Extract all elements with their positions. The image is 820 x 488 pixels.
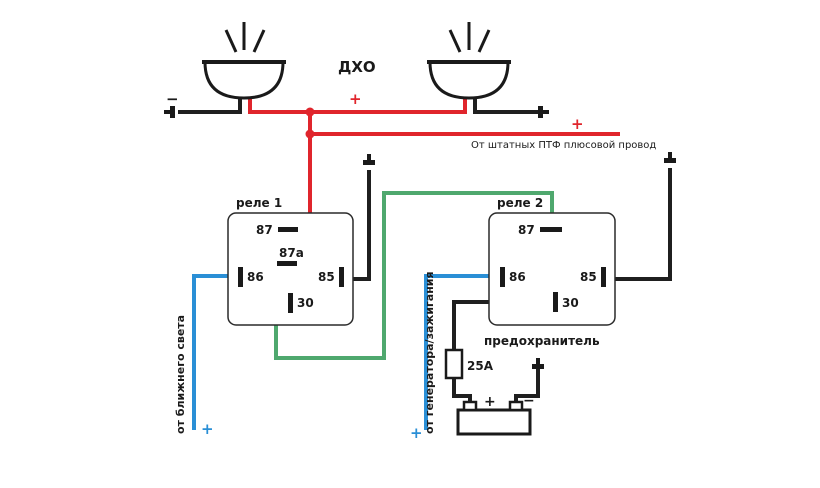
relay1-pin86-label: 86 [247, 270, 264, 284]
relay1-pin30-label: 30 [297, 296, 314, 310]
lamp-positive-sign: + [349, 90, 362, 108]
relay2-contact-86 [500, 267, 505, 287]
diagram-title: ДХО [338, 58, 376, 76]
drl-lamp-right [427, 22, 511, 100]
relay1-label: реле 1 [236, 196, 282, 210]
ground-terminal-left [164, 106, 175, 118]
ground-terminal-right [538, 106, 549, 118]
relay1-contact-30 [288, 293, 293, 313]
battery [456, 400, 532, 436]
relay1-contact-85 [339, 267, 344, 287]
fuse-rating: 25А [467, 359, 494, 373]
relay2-label: реле 2 [497, 196, 543, 210]
relay1-body [227, 212, 354, 326]
junction-dot-upper [305, 107, 315, 117]
relay2-85-ground-wire [605, 168, 672, 281]
relay2-pin87-label: 87 [518, 223, 535, 237]
relay2-contact-30 [553, 292, 558, 312]
generator-label: от генератора/зажигания [423, 271, 436, 434]
battery-minus-sign: − [523, 393, 535, 409]
relay2-pin85-label: 85 [580, 270, 597, 284]
ground-sign: − [166, 90, 179, 108]
relay1-contact-87a [277, 261, 297, 266]
generator-sign: + [410, 424, 423, 442]
relay2-pin86-label: 86 [509, 270, 526, 284]
relay1-pin85-label: 85 [318, 270, 335, 284]
relay2-body [488, 212, 616, 326]
relay1-pin87a-label: 87а [279, 246, 304, 260]
low-beam-wire [192, 274, 240, 430]
ground-terminal-relay2 [664, 152, 676, 163]
relay1-contact-86 [238, 267, 243, 287]
ground-terminal-battery [532, 358, 544, 369]
low-beam-label: от ближнего света [174, 315, 187, 434]
relay1-contact-87 [278, 227, 298, 232]
lamp2-ground-wire [473, 96, 538, 114]
fuse-label: предохранитель [484, 334, 600, 348]
relay2-pin30-label: 30 [562, 296, 579, 310]
ptf-wire-label: От штатных ПТФ плюсовой провод [471, 140, 656, 151]
fuse [444, 348, 464, 380]
lamp-positive-wire [248, 96, 467, 114]
battery-plus-sign: + [484, 394, 496, 410]
relay2-contact-85 [601, 267, 606, 287]
generator-wire [424, 274, 500, 430]
lamp-ground-wire [178, 96, 242, 114]
ptf-wire-sign: + [571, 115, 584, 133]
junction-dot-lower [305, 129, 315, 139]
relay1-pin87-label: 87 [256, 223, 273, 237]
relay2-contact-87 [540, 227, 562, 232]
low-beam-sign: + [201, 420, 214, 438]
ground-terminal-relay1 [363, 154, 375, 165]
drl-lamp-left [202, 22, 286, 100]
